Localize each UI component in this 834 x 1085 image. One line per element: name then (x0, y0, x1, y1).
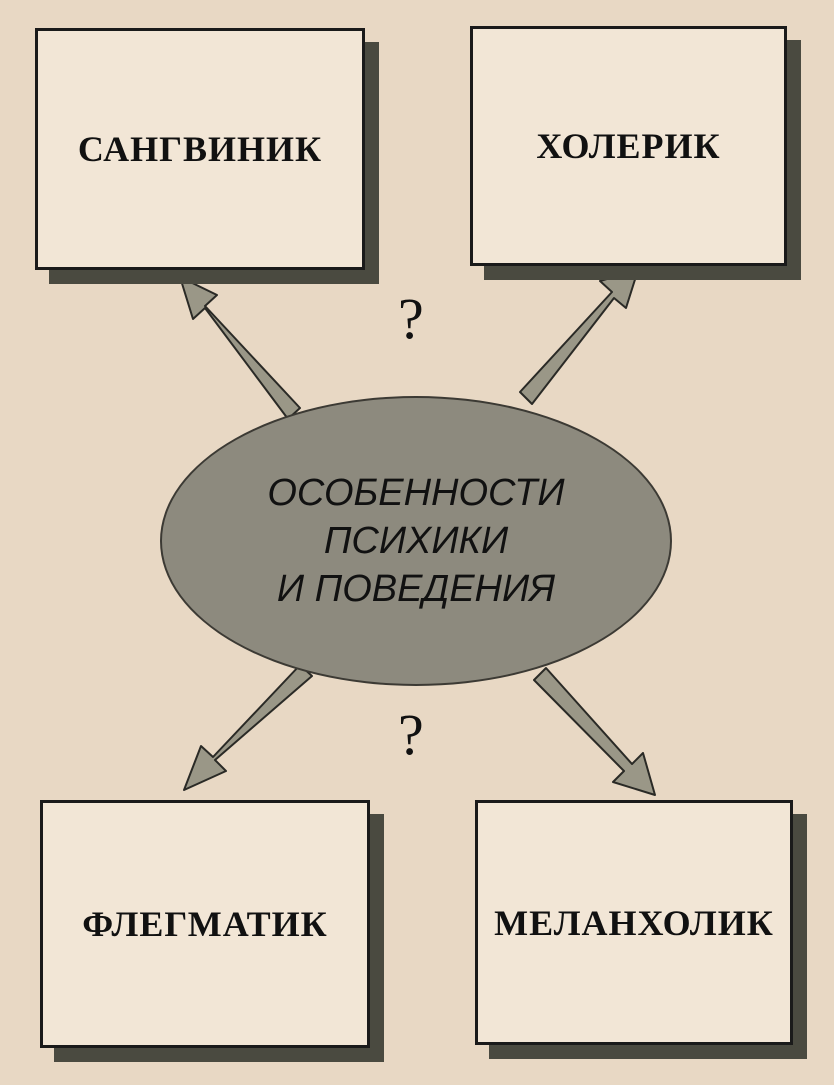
box-melancholic: МЕЛАНХОЛИК (475, 800, 793, 1045)
center-line-1: ОСОБЕННОСТИ (267, 472, 565, 514)
arrow-to-phlegmatic (183, 664, 313, 791)
box-phlegmatic: ФЛЕГМАТИК (40, 800, 370, 1048)
center-line-3: И ПОВЕДЕНИЯ (276, 568, 556, 610)
arrow-to-sanguine (179, 276, 301, 420)
box-choleric: ХОЛЕРИК (470, 26, 787, 266)
label-phlegmatic: ФЛЕГМАТИК (82, 904, 328, 944)
label-choleric: ХОЛЕРИК (536, 126, 721, 166)
arrow-to-melancholic (533, 667, 656, 796)
center-line-2: ПСИХИКИ (323, 520, 509, 562)
center-ellipse: ОСОБЕННОСТИ ПСИХИКИ И ПОВЕДЕНИЯ (160, 396, 672, 686)
label-sanguine: САНГВИНИК (77, 129, 323, 169)
box-sanguine: САНГВИНИК (35, 28, 365, 270)
arrow-to-choleric (519, 269, 639, 405)
question-mark-bottom: ? (398, 702, 424, 767)
label-melancholic: МЕЛАНХОЛИК (494, 902, 774, 943)
question-mark-top: ? (398, 286, 424, 351)
